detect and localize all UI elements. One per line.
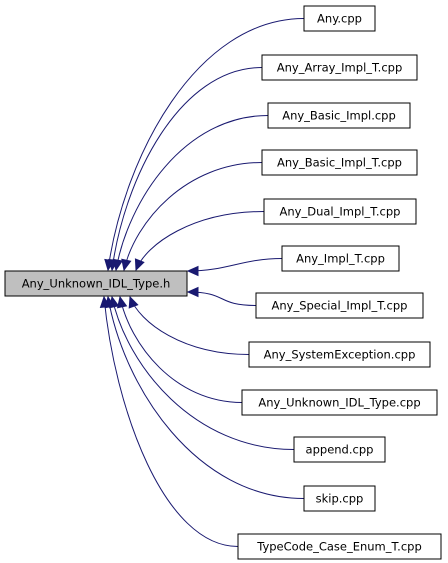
node-append-cpp[interactable]: append.cpp xyxy=(293,436,386,463)
node-box xyxy=(4,270,188,297)
edge-line xyxy=(129,296,250,355)
edge-typecode-case-enum-t-cpp xyxy=(99,295,239,547)
edge-line xyxy=(103,296,239,547)
node-box xyxy=(255,292,424,319)
node-label: TypeCode_Case_Enum_T.cpp xyxy=(256,540,422,554)
node-any-basic-impl-t-cpp[interactable]: Any_Basic_Impl_T.cpp xyxy=(261,149,418,176)
edge-line xyxy=(187,291,257,306)
node-box xyxy=(248,341,431,368)
arrow-head-icon xyxy=(128,295,139,309)
node-box xyxy=(237,533,442,560)
node-any-basic-impl-cpp[interactable]: Any_Basic_Impl.cpp xyxy=(267,102,411,129)
node-box xyxy=(267,102,411,129)
node-label: Any_Basic_Impl.cpp xyxy=(282,109,396,123)
edge-line xyxy=(123,162,263,271)
edge-line xyxy=(119,296,243,403)
node-label: Any_Impl_T.cpp xyxy=(296,252,385,266)
node-any-unknown-idl-type-cpp[interactable]: Any_Unknown_IDL_Type.cpp xyxy=(241,389,438,416)
node-any-systemexception-cpp[interactable]: Any_SystemException.cpp xyxy=(248,341,431,368)
arrow-head-icon xyxy=(186,286,199,298)
node-label: append.cpp xyxy=(306,443,374,457)
edge-any-basic-impl-t-cpp xyxy=(121,162,263,272)
node-box xyxy=(261,149,418,176)
node-box xyxy=(241,389,438,416)
edge-any-impl-t-cpp xyxy=(186,258,283,277)
edge-line xyxy=(111,67,263,271)
node-box xyxy=(281,245,400,272)
edge-any-dual-impl-t-cpp xyxy=(134,211,265,272)
edge-line xyxy=(107,296,305,499)
node-any-special-impl-t-cpp[interactable]: Any_Special_Impl_T.cpp xyxy=(255,292,424,319)
source-node[interactable]: Any_Unknown_IDL_Type.h xyxy=(4,270,188,297)
arrow-head-icon xyxy=(112,258,124,272)
node-typecode-case-enum-t-cpp[interactable]: TypeCode_Case_Enum_T.cpp xyxy=(237,533,442,560)
node-box xyxy=(303,5,376,32)
node-box xyxy=(303,485,376,512)
edge-any-systemexception-cpp xyxy=(128,295,250,355)
edge-any-basic-impl-cpp xyxy=(112,115,269,272)
node-box xyxy=(263,198,417,225)
node-label: Any_Special_Impl_T.cpp xyxy=(272,299,408,313)
edge-line xyxy=(187,258,283,272)
edge-line xyxy=(111,296,295,450)
node-label: Any_Basic_Impl_T.cpp xyxy=(277,156,402,170)
arrow-head-icon xyxy=(134,258,145,272)
node-any-dual-impl-t-cpp[interactable]: Any_Dual_Impl_T.cpp xyxy=(263,198,417,225)
arrow-head-icon xyxy=(121,258,132,272)
node-any-array-impl-t-cpp[interactable]: Any_Array_Impl_T.cpp xyxy=(261,54,418,81)
arrow-head-icon xyxy=(99,295,111,308)
node-label: Any_Unknown_IDL_Type.h xyxy=(22,277,171,291)
arrow-head-icon xyxy=(186,265,199,277)
edge-any-array-impl-t-cpp xyxy=(108,67,263,272)
node-label: Any_Dual_Impl_T.cpp xyxy=(280,205,401,219)
edge-line xyxy=(107,18,305,271)
dependency-edges xyxy=(99,18,305,547)
edge-line xyxy=(115,115,269,271)
node-label: Any_Unknown_IDL_Type.cpp xyxy=(258,396,420,410)
edge-any-unknown-idl-type-cpp xyxy=(116,295,243,403)
edge-any-special-impl-t-cpp xyxy=(186,286,257,306)
node-box xyxy=(293,436,386,463)
node-label: Any.cpp xyxy=(317,12,362,26)
node-label: skip.cpp xyxy=(316,492,364,506)
node-box xyxy=(261,54,418,81)
node-any-cpp[interactable]: Any.cpp xyxy=(303,5,376,32)
node-label: Any_Array_Impl_T.cpp xyxy=(277,61,403,75)
arrow-head-icon xyxy=(116,295,128,309)
edge-line xyxy=(135,211,265,271)
edge-append-cpp xyxy=(109,295,295,450)
node-label: Any_SystemException.cpp xyxy=(264,348,416,362)
node-skip-cpp[interactable]: skip.cpp xyxy=(303,485,376,512)
file-nodes: Any_Unknown_IDL_Type.h Any.cppAny_Array_I… xyxy=(4,5,442,560)
node-any-impl-t-cpp[interactable]: Any_Impl_T.cpp xyxy=(281,245,400,272)
